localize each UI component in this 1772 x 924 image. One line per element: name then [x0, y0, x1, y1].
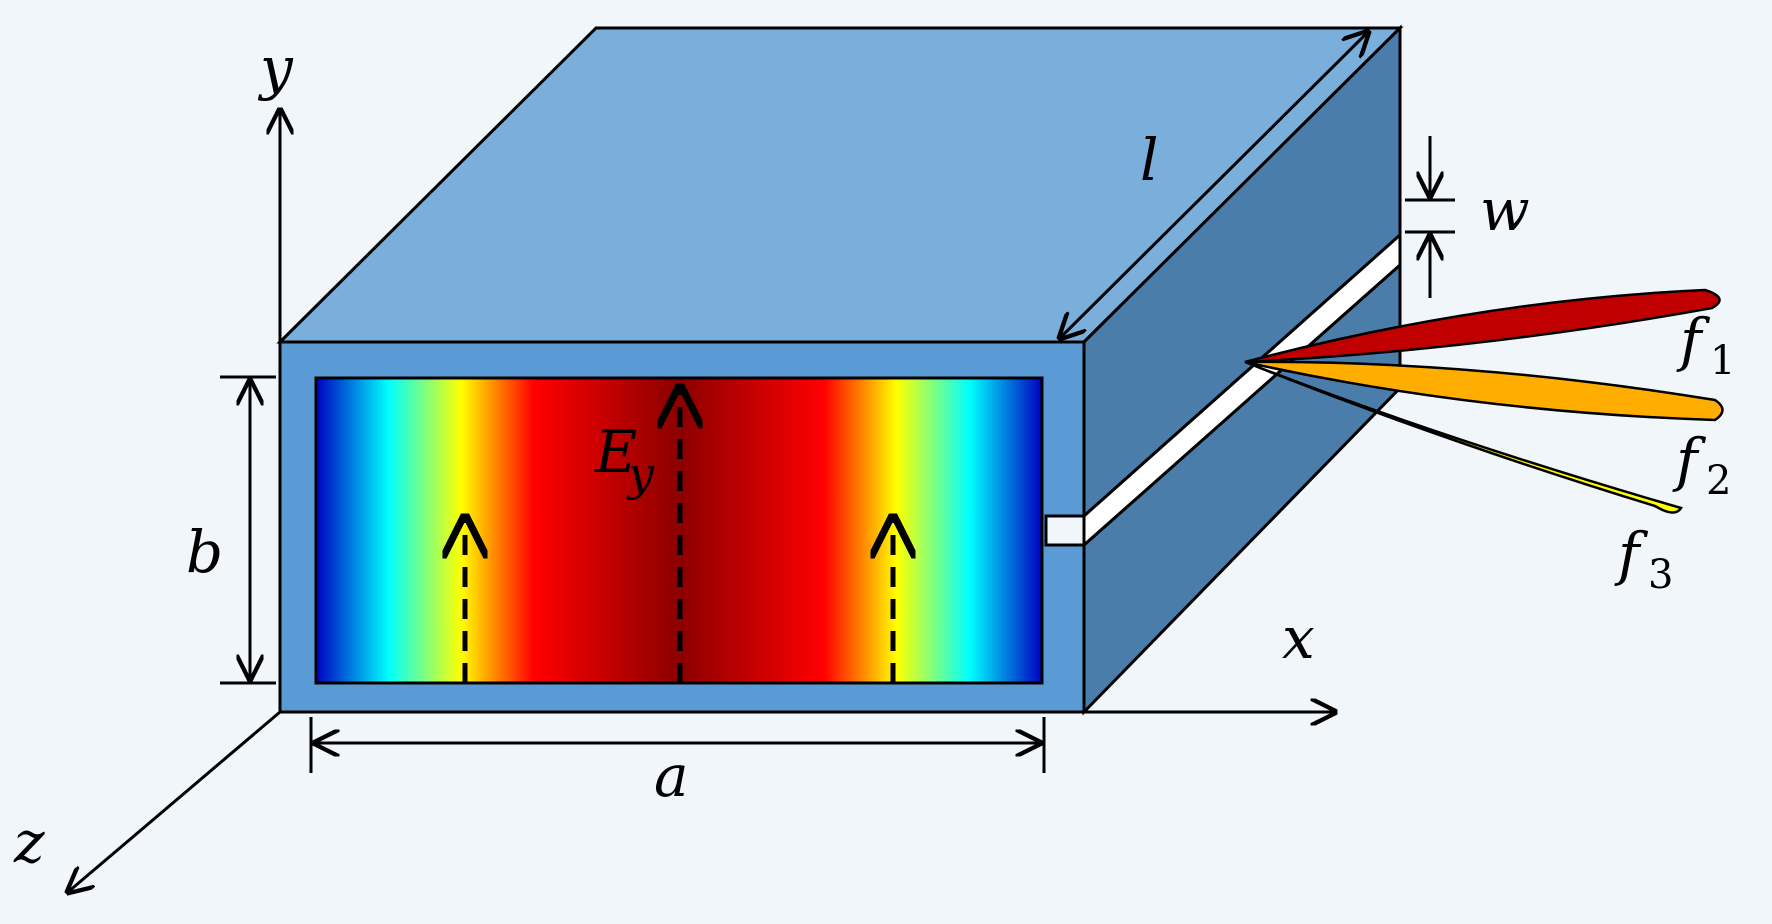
- field-label-sub: y: [626, 447, 655, 501]
- f3-label-sub: 3: [1648, 552, 1673, 598]
- f1-label: f: [1676, 306, 1711, 374]
- beam-f1: [1244, 288, 1721, 364]
- z-axis-line: [68, 710, 281, 892]
- length-label: l: [1140, 126, 1159, 194]
- f2-label-sub: 2: [1706, 458, 1731, 504]
- beam-f2: [1244, 360, 1724, 422]
- slot-width-label: w: [1480, 176, 1530, 244]
- dim-l-arrow: [1060, 32, 1368, 338]
- f3-label: f: [1614, 520, 1649, 588]
- y-axis-label: y: [257, 34, 294, 102]
- height-label: b: [186, 518, 223, 586]
- width-label: a: [654, 742, 689, 810]
- field-label: E: [594, 418, 637, 486]
- x-axis-label: x: [1282, 604, 1315, 672]
- z-axis-label: z: [13, 808, 45, 876]
- beam-f3: [1244, 360, 1683, 514]
- f2-label: f: [1672, 426, 1707, 494]
- f1-label-sub: 1: [1710, 338, 1735, 384]
